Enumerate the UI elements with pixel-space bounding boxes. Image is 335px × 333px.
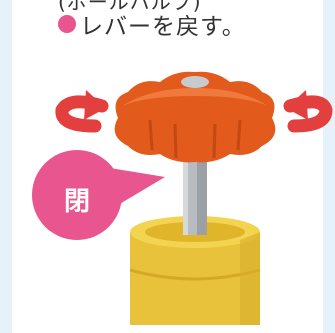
valve-knob bbox=[114, 71, 276, 163]
instruction-text: レバーを戻す。 bbox=[80, 14, 246, 40]
rotate-left-arrow-icon bbox=[55, 90, 109, 133]
badge-label: 閉 bbox=[63, 187, 90, 217]
bullet-icon bbox=[58, 15, 76, 33]
instruction-caption: レバーを戻す。 bbox=[58, 7, 246, 41]
valve-stem bbox=[183, 150, 207, 235]
rotate-right-arrow-icon bbox=[283, 90, 333, 133]
close-badge bbox=[32, 150, 165, 240]
caption-top-partial: (ボールバルブ) bbox=[58, 0, 202, 14]
